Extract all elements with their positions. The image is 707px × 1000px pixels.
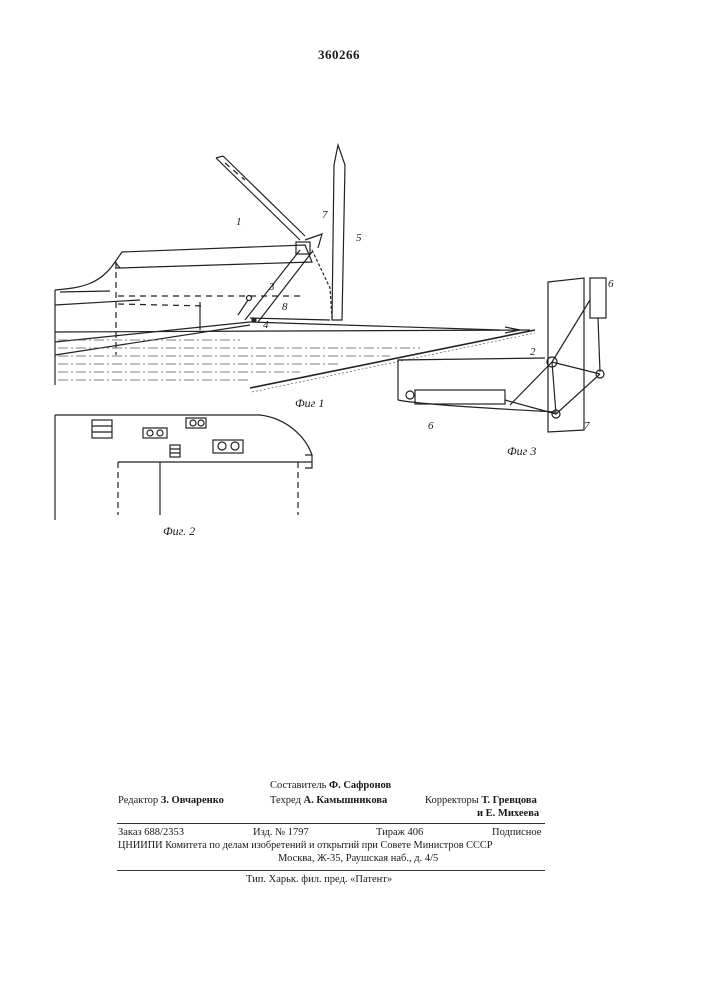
techred-line: Техред А. Камышникова xyxy=(270,795,387,806)
correctors-name-1: Т. Гревцова xyxy=(481,795,536,806)
correctors-line-2: и Е. Михеева xyxy=(477,808,539,819)
fig3-label-6-top: 6 xyxy=(608,278,614,290)
fig1-label-1: 1 xyxy=(236,216,242,228)
fig2-caption: Фиг. 2 xyxy=(163,524,195,539)
fig1-caption: Фиг 1 xyxy=(295,396,324,411)
edition-number: Изд. № 1797 xyxy=(253,827,309,838)
correctors-name-2: и Е. Михеева xyxy=(477,808,539,819)
techred-role: Техред xyxy=(270,795,301,806)
divider-bottom xyxy=(117,870,545,871)
fig3-caption: Фиг 3 xyxy=(507,444,536,459)
printer-line: Тип. Харьк. фил. пред. «Патент» xyxy=(246,874,392,885)
fig3-label-6-bottom: 6 xyxy=(428,420,434,432)
print-run: Тираж 406 xyxy=(376,827,423,838)
subscription-note: Подписное xyxy=(492,827,541,838)
correctors-role: Корректоры xyxy=(425,795,479,806)
order-number: Заказ 688/2353 xyxy=(118,827,184,838)
composer-line: Составитель Ф. Сафронов xyxy=(270,780,391,791)
divider-top xyxy=(117,823,545,824)
correctors-line: Корректоры Т. Гревцова xyxy=(425,795,537,806)
editor-line: Редактор З. Овчаренко xyxy=(118,795,224,806)
publisher-line-2: Москва, Ж-35, Раушская наб., д. 4/5 xyxy=(278,853,438,864)
fig1-label-3: 3 xyxy=(269,281,275,293)
fig1-label-8: 8 xyxy=(282,301,288,313)
composer-role: Составитель xyxy=(270,780,326,791)
fig3-label-7: 7 xyxy=(584,420,590,432)
editor-name: З. Овчаренко xyxy=(161,795,224,806)
fig1-label-4: 4 xyxy=(263,319,269,331)
fig1-label-7: 7 xyxy=(322,209,328,221)
publisher-line-1: ЦНИИПИ Комитета по делам изобретений и о… xyxy=(118,840,493,851)
fig1-label-5: 5 xyxy=(356,232,362,244)
composer-name: Ф. Сафронов xyxy=(329,780,391,791)
techred-name: А. Камышникова xyxy=(304,795,388,806)
editor-role: Редактор xyxy=(118,795,158,806)
fig3-label-2: 2 xyxy=(530,346,536,358)
